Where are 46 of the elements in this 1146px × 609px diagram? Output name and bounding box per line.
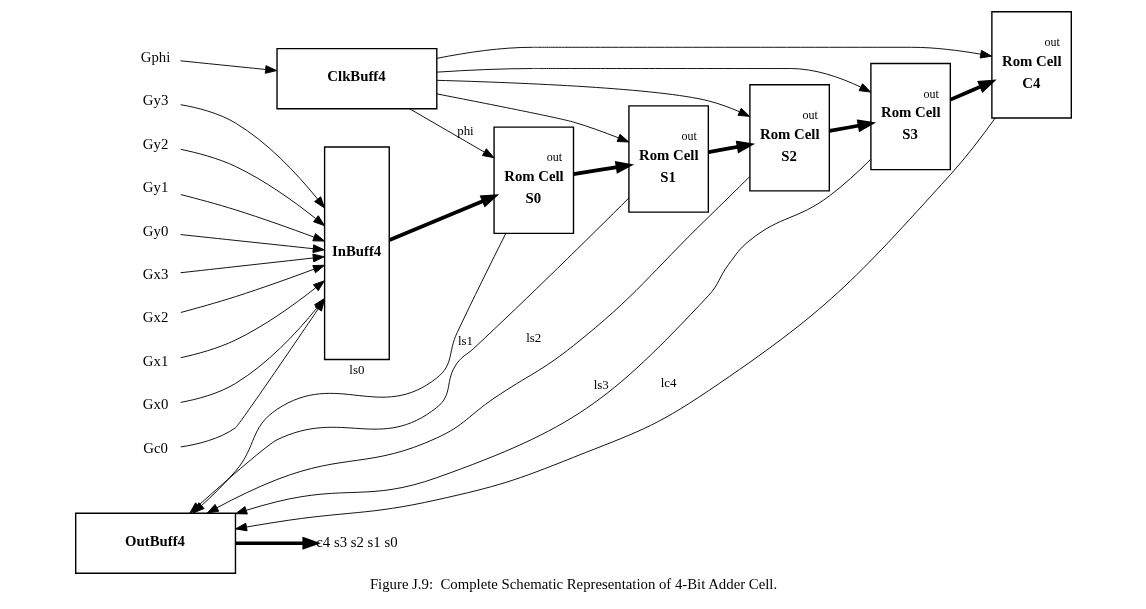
node-text: Gc0	[142, 439, 168, 456]
edge-label: ls2	[525, 330, 541, 346]
arrow	[235, 536, 321, 550]
node-box: out Rom Cell C4	[990, 11, 1072, 119]
node-box: out Rom Cell S1	[627, 105, 709, 213]
arrow	[179, 104, 325, 209]
arrow	[572, 160, 634, 176]
node-text: Gx1	[142, 352, 168, 369]
arrow	[234, 117, 996, 532]
edge-label: ls0	[348, 362, 364, 378]
edge-label: lc4	[660, 375, 677, 391]
node-text: Gy1	[142, 179, 168, 196]
arrow	[179, 234, 325, 253]
caption: Figure J.9: Complete Schematic Representation of 4-Bit Adder Cell.	[369, 575, 777, 592]
node-text: Gy2	[142, 135, 168, 152]
node-box: out Rom Cell S0	[492, 126, 574, 235]
arrow	[707, 140, 755, 154]
node-box: ClkBuff4	[275, 47, 437, 110]
node-text: Gy3	[142, 92, 168, 109]
node-text: Gphi	[140, 48, 170, 65]
arrow	[949, 79, 997, 102]
arrow	[234, 158, 871, 515]
node-box: out Rom Cell S3	[869, 62, 951, 171]
node-box: out Rom Cell S2	[748, 84, 830, 192]
arrow	[436, 68, 871, 93]
node-box: OutBuff4	[74, 512, 236, 574]
arrow	[388, 194, 499, 242]
edge-label: ls1	[457, 332, 473, 348]
arrow	[179, 60, 277, 74]
node-box: InBuff4	[323, 146, 390, 361]
arrow	[179, 148, 325, 227]
arrow	[179, 253, 325, 274]
node-text: Gy0	[142, 222, 168, 239]
node-text: Gx0	[142, 396, 168, 413]
node-text: Gx3	[142, 265, 168, 282]
arrow	[436, 46, 992, 59]
node-text: c4 s3 s2 s1 s0	[315, 533, 398, 550]
edge-label: phi	[456, 123, 474, 139]
edge-label: ls3	[593, 377, 609, 393]
arrow	[179, 194, 325, 242]
arrow	[408, 108, 494, 159]
arrow	[206, 176, 750, 514]
node-text: Gx2	[142, 309, 168, 326]
arrow	[435, 93, 629, 143]
arrow	[436, 79, 750, 117]
arrow	[828, 119, 876, 133]
